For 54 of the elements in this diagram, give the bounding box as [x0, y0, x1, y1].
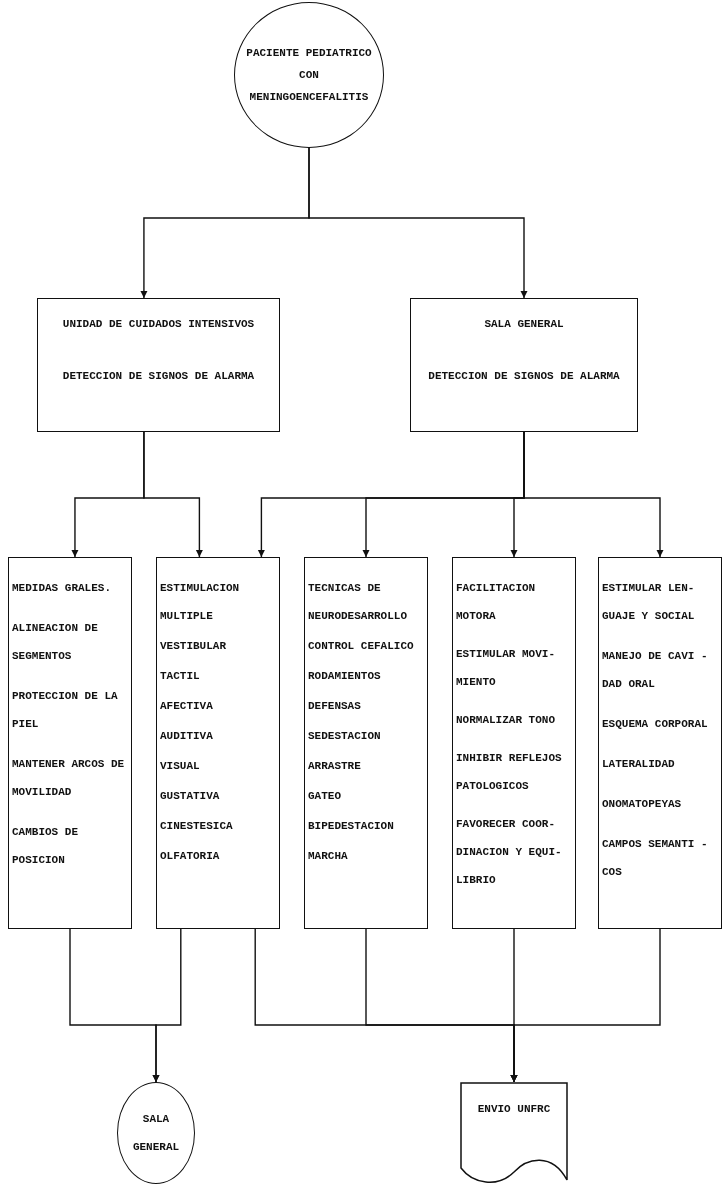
node-text: GATEO: [308, 789, 341, 804]
node-text: NORMALIZAR TONO: [456, 713, 556, 728]
node-text: RODAMIENTOS: [308, 669, 381, 684]
node-text: DETECCION DE SIGNOS DE ALARMA: [62, 369, 255, 384]
node-text: ESQUEMA CORPORAL: [602, 717, 708, 732]
node-text: VISUAL: [160, 759, 200, 774]
process-box: [304, 557, 428, 929]
process-box: [37, 298, 280, 432]
connector-arrow: [523, 431, 664, 558]
node-text: OLFATORIA: [160, 849, 220, 864]
node-text: DETECCION DE SIGNOS DE ALARMA: [428, 369, 620, 384]
node-text: UNIDAD DE CUIDADOS INTENSIVOS: [62, 317, 255, 332]
node-text: TECNICAS DE NEURODESARROLLO: [308, 581, 409, 624]
node-text: SALA GENERAL: [484, 317, 564, 332]
node-text: LATERALIDAD: [602, 757, 675, 772]
process-box: [8, 557, 132, 929]
node-text: FACILITACION MOTORA: [456, 581, 537, 624]
document-shape: [460, 1082, 568, 1186]
node-text: DEFENSAS: [308, 699, 361, 714]
process-box: [452, 557, 576, 929]
process-box: [410, 298, 638, 432]
node-text: MEDIDAS GRALES.: [12, 581, 112, 596]
node-text: AFECTIVA: [160, 699, 213, 714]
node-text: PACIENTE PEDIATRICO CON MENINGOENCEFALITIS: [245, 46, 373, 105]
node-text: ESTIMULAR MOVI- MIENTO: [456, 647, 557, 690]
node-text: MANEJO DE CAVI - DAD ORAL: [602, 649, 709, 692]
process-box: [156, 557, 280, 929]
connector-arrow: [308, 147, 528, 299]
node-text: GUSTATIVA: [160, 789, 220, 804]
node-text: ARRASTRE: [308, 759, 361, 774]
node-text: SALA GENERAL: [131, 1112, 181, 1155]
node-text: ONOMATOPEYAS: [602, 797, 682, 812]
node-text: SEDESTACION: [308, 729, 381, 744]
node-text: CONTROL CEFALICO: [308, 639, 414, 654]
node-text: CAMPOS SEMANTI - COS: [602, 837, 709, 880]
node-text: INHIBIR REFLEJOS PATOLOGICOS: [456, 751, 563, 794]
connector-arrow: [510, 928, 661, 1083]
node-text: AUDITIVA: [160, 729, 213, 744]
node-text: FAVORECER COOR- DINACION Y EQUI- LIBRIO: [456, 817, 563, 888]
node-text: VESTIBULAR: [160, 639, 226, 654]
node-text: MARCHA: [308, 849, 348, 864]
node-text: CINESTESICA: [160, 819, 233, 834]
node-text: PROTECCION DE LA PIEL: [12, 689, 119, 732]
node-text: ESTIMULACION MULTIPLE: [160, 581, 241, 624]
node-text: MANTENER ARCOS DE MOVILIDAD: [12, 757, 126, 800]
node-text: BIPEDESTACION: [308, 819, 394, 834]
connector-arrow: [152, 928, 182, 1083]
node-text: ESTIMULAR LEN- GUAJE Y SOCIAL: [602, 581, 696, 624]
process-box: [598, 557, 722, 929]
connector-arrow: [143, 431, 203, 558]
node-text: CAMBIOS DE POSICION: [12, 825, 79, 868]
node-text: ENVIO UNFRC: [477, 1102, 551, 1117]
node-text: TACTIL: [160, 669, 200, 684]
node-text: ALINEACION DE SEGMENTOS: [12, 621, 99, 664]
